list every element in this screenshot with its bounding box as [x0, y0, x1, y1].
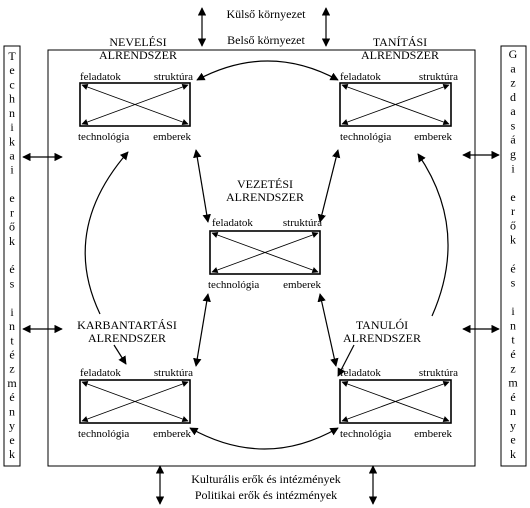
corner-structure: struktúra	[283, 217, 322, 229]
link-vezetes-tanulo	[317, 293, 339, 367]
corner-people: emberek	[153, 131, 191, 143]
corner-tasks: feladatok	[212, 217, 253, 229]
subsystem-karbantartas-box	[79, 379, 191, 424]
link-vezetes-neveles	[193, 149, 211, 223]
corner-tasks: feladatok	[340, 367, 381, 379]
economic-forces-box	[500, 45, 527, 467]
corner-people: emberek	[414, 428, 452, 440]
corner-people: emberek	[414, 131, 452, 143]
corner-technology: technológia	[78, 428, 129, 440]
link-vezetes-karbantartas	[193, 293, 211, 367]
diagonal-arrow	[81, 84, 189, 125]
corner-technology: technológia	[208, 279, 259, 291]
connector-karbantartas-tanulo	[189, 427, 339, 450]
subsystem-tanulo: TANULÓI ALRENDSZER feladatok struktúra t…	[339, 318, 458, 440]
inner-environment-label: Belső környezet	[227, 33, 305, 47]
subsystem-vezetes: VEZETÉSI ALRENDSZER feladatok struktúra …	[208, 177, 322, 291]
inner-environment-border	[47, 49, 476, 467]
subsystem-tanulo-box	[339, 379, 452, 424]
label-arrow-tanulo	[337, 344, 355, 377]
link-vezetes-tanitas	[317, 149, 341, 223]
subsystem-tanitas-title: TANÍTÁSI	[373, 35, 427, 49]
corner-structure: struktúra	[419, 71, 458, 83]
corner-tasks: feladatok	[80, 367, 121, 379]
subsystem-karbantartas-title: KARBANTARTÁSI	[77, 318, 177, 332]
diagonal-arrow	[341, 83, 450, 126]
subsystem-neveles-title: NEVELÉSI	[109, 35, 166, 49]
subsystem-tanitas: TANÍTÁSI ALRENDSZER feladatok struktúra …	[339, 35, 458, 143]
corner-structure: struktúra	[419, 367, 458, 379]
subsystem-tanitas-box	[339, 82, 452, 127]
connector-tanulo-tanitas	[417, 153, 449, 317]
subsystem-vezetes-subtitle: ALRENDSZER	[226, 190, 304, 204]
diagonal-arrow	[211, 232, 319, 273]
subsystem-tanitas-subtitle: ALRENDSZER	[361, 48, 439, 62]
subsystem-karbantartas-subtitle: ALRENDSZER	[88, 331, 166, 345]
diagonal-arrow	[341, 380, 450, 423]
label-arrow-karbantartas	[113, 344, 127, 365]
cultural-forces-label: Kulturális erők és intézmények	[191, 472, 341, 486]
connector-karbantartas-neveles	[84, 151, 129, 315]
technical-forces-box	[3, 45, 21, 467]
subsystem-karbantartas: KARBANTARTÁSI ALRENDSZER feladatok struk…	[77, 318, 193, 440]
subsystem-neveles: NEVELÉSI ALRENDSZER feladatok struktúra …	[78, 35, 193, 143]
corner-people: emberek	[153, 428, 191, 440]
political-forces-label: Politikai erők és intézmények	[195, 488, 337, 502]
corner-structure: struktúra	[154, 71, 193, 83]
corner-tasks: feladatok	[80, 71, 121, 83]
corner-technology: technológia	[340, 131, 391, 143]
subsystem-vezetes-box	[209, 230, 321, 275]
subsystem-neveles-box	[79, 82, 191, 127]
subsystem-neveles-subtitle: ALRENDSZER	[99, 48, 177, 62]
corner-people: emberek	[283, 279, 321, 291]
corner-technology: technológia	[340, 428, 391, 440]
subsystem-tanulo-title: TANULÓI	[356, 318, 408, 332]
diagonal-arrow	[81, 381, 189, 422]
connector-neveles-tanitas	[196, 60, 339, 81]
outer-environment-label: Külső környezet	[227, 7, 307, 21]
subsystem-tanulo-subtitle: ALRENDSZER	[343, 331, 421, 345]
corner-structure: struktúra	[154, 367, 193, 379]
corner-technology: technológia	[78, 131, 129, 143]
corner-tasks: feladatok	[340, 71, 381, 83]
subsystem-vezetes-title: VEZETÉSI	[237, 177, 293, 191]
